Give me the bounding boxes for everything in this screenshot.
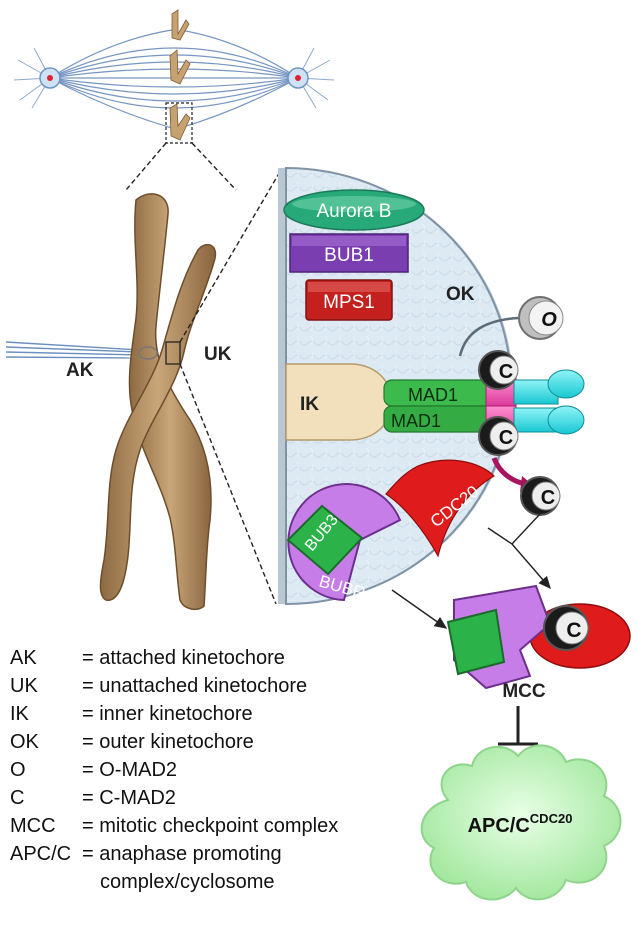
- chromosome: [5, 193, 217, 611]
- legend-row-uk: UK = unattached kinetochore: [10, 672, 430, 700]
- mcc-bub3: [446, 608, 506, 676]
- chromatid-b: [99, 243, 217, 601]
- bub1-label: BUB1: [324, 245, 374, 266]
- o-mad2-tether: [458, 316, 519, 357]
- zoom-line-right: [191, 142, 237, 191]
- c-mad2-bottom-label: C: [499, 427, 513, 449]
- legend-row-continuation: complex/cyclosome: [10, 868, 430, 896]
- mps1: MPS1: [305, 279, 393, 321]
- legend-row-mcc: MCC = mitotic checkpoint complex: [10, 812, 430, 840]
- legend-continuation: complex/cyclosome: [100, 871, 275, 893]
- legend-abbr: MCC: [10, 815, 56, 837]
- legend-abbr: IK: [10, 703, 29, 725]
- o-mad2-label: O: [541, 309, 557, 331]
- bub3-bubr1-complex: BUB3 BUBR1: [286, 483, 402, 605]
- legend-def: = C-MAD2: [82, 787, 176, 809]
- legend-abbr: AK: [10, 647, 37, 669]
- zoom-line-top: [179, 169, 282, 343]
- legend-def: = unattached kinetochore: [82, 675, 308, 697]
- arrow-c-mad2-to-mcc: [511, 543, 551, 590]
- o-mad2-icon: O: [518, 296, 564, 340]
- arrow-bubr1-to-mcc: [391, 589, 448, 629]
- c-mad2-top-label: C: [499, 361, 513, 383]
- legend-def: = O-MAD2: [82, 759, 178, 781]
- mcc-complex: C: [446, 584, 631, 690]
- legend-abbr: OK: [10, 731, 39, 753]
- legend-abbr: UK: [10, 675, 38, 697]
- bub3-shape: [286, 504, 364, 576]
- mcc-c-mad2-label: C: [566, 619, 581, 642]
- bub1: BUB1: [289, 233, 409, 273]
- legend-row-ik: IK = inner kinetochore: [10, 700, 430, 728]
- join-bracket: [487, 513, 541, 545]
- c-mad2-bound-bottom-icon: C: [478, 416, 519, 456]
- mad1-bottom-label: MAD1: [391, 411, 441, 431]
- zoom-box-kinetochore: [165, 341, 181, 365]
- legend-row-ok: OK = outer kinetochore: [10, 728, 430, 756]
- legend-def: = attached kinetochore: [82, 647, 285, 669]
- aurora-b: Aurora B: [283, 189, 425, 231]
- legend-row-o: O = O-MAD2: [10, 756, 430, 784]
- metaphase-chromosomes: [169, 9, 191, 141]
- ik-label: IK: [300, 394, 319, 415]
- mitotic-spindle: [13, 9, 335, 144]
- legend-def: = anaphase promoting: [82, 843, 282, 865]
- c-mad2-free-label: C: [541, 487, 555, 509]
- zoom-line-left: [125, 142, 167, 191]
- c-mad2-bound-top-icon: C: [478, 350, 519, 390]
- zoom-line-bottom: [179, 363, 277, 605]
- apc-c-label: APC/CCDC20: [468, 811, 573, 837]
- legend-abbr: O: [10, 759, 26, 781]
- legend-row-apc: APC/C = anaphase promoting: [10, 840, 430, 868]
- ok-label: OK: [446, 284, 475, 305]
- mad1-top-label: MAD1: [408, 385, 458, 405]
- aurora-b-label: Aurora B: [317, 201, 392, 222]
- legend-abbr: C: [10, 787, 25, 809]
- legend: AK = attached kinetochore UK = unattache…: [10, 644, 430, 896]
- legend-row-c: C = C-MAD2: [10, 784, 430, 812]
- mcc-label: MCC: [502, 681, 546, 702]
- ak-label: AK: [66, 360, 94, 381]
- uk-label: UK: [204, 344, 232, 365]
- mad1-dimer: MAD1 MAD1: [383, 369, 585, 435]
- legend-def: = inner kinetochore: [82, 703, 253, 725]
- legend-def: = outer kinetochore: [82, 731, 254, 753]
- legend-abbr: APC/C: [10, 843, 72, 865]
- zoom-box-spindle: [165, 102, 193, 144]
- chromatid-a: [128, 193, 212, 611]
- legend-row-ak: AK = attached kinetochore: [10, 644, 430, 672]
- attached-kinetochore-icon: [138, 346, 158, 360]
- mps1-label: MPS1: [323, 292, 375, 313]
- legend-def: = mitotic checkpoint complex: [82, 815, 339, 837]
- c-mad2-free-icon: C: [520, 476, 561, 516]
- apc-c-cloud: APC/CCDC20: [420, 744, 622, 901]
